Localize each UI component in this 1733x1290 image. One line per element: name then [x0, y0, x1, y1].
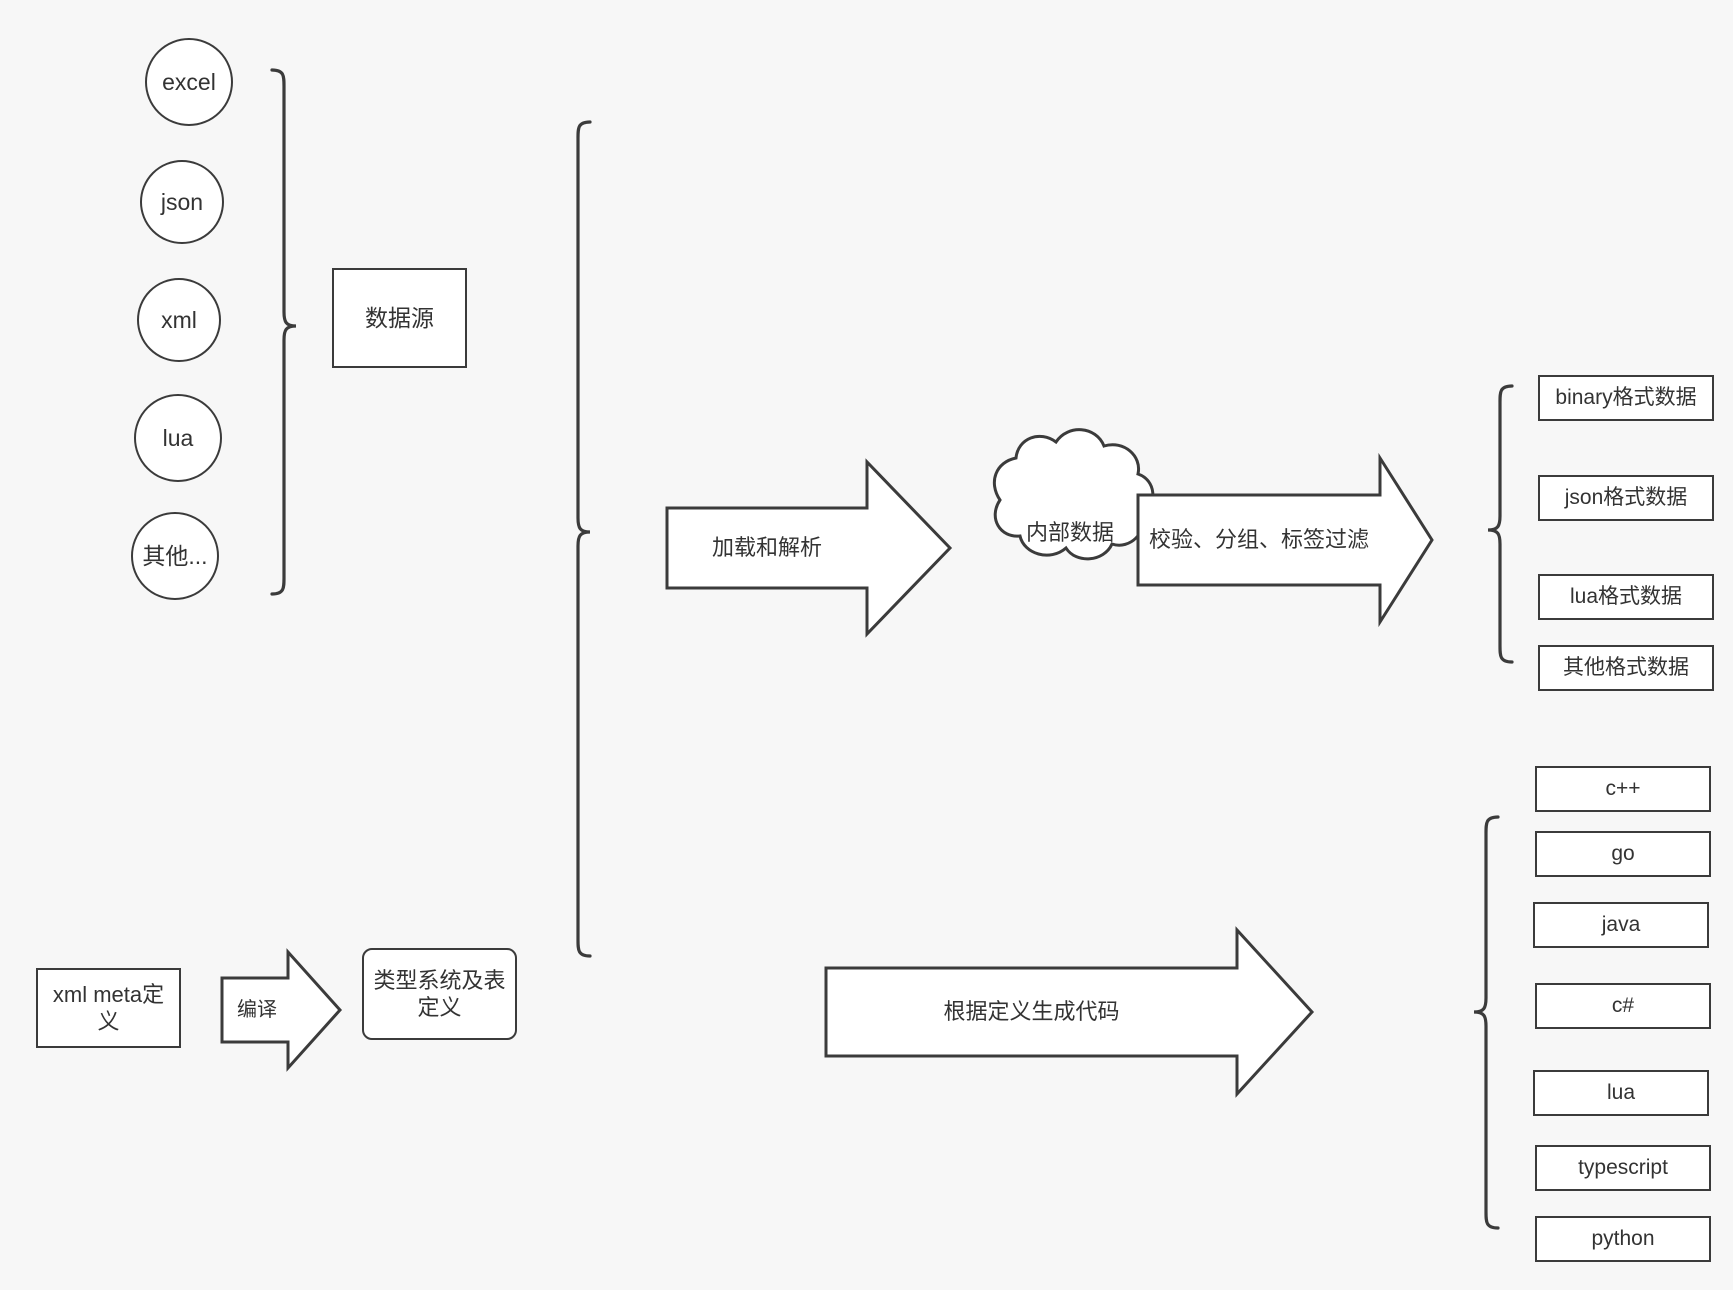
type-system-box[interactable]: 类型系统及表定义 — [362, 948, 517, 1040]
source-node-other[interactable]: 其他... — [131, 512, 219, 600]
source-label: lua — [162, 424, 194, 451]
language-box-java[interactable]: java — [1533, 902, 1709, 948]
brace-sources — [270, 68, 297, 596]
source-label: excel — [162, 68, 216, 95]
data-source-box[interactable]: 数据源 — [332, 268, 467, 368]
language-label: lua — [1606, 1080, 1636, 1104]
format-box-other[interactable]: 其他格式数据 — [1538, 645, 1714, 691]
source-label: json — [160, 188, 204, 215]
format-label: binary格式数据 — [1555, 385, 1697, 409]
xml-meta-label: xml meta定义 — [52, 981, 165, 1035]
language-label: python — [1591, 1226, 1655, 1250]
format-box-binary[interactable]: binary格式数据 — [1538, 375, 1714, 421]
source-node-json[interactable]: json — [140, 160, 224, 244]
language-label: java — [1601, 912, 1641, 936]
load-parse-arrow-label: 加载和解析 — [711, 535, 822, 560]
filter-arrow-label: 校验、分组、标签过滤 — [1148, 527, 1369, 552]
language-label: go — [1611, 841, 1635, 865]
language-label: typescript — [1578, 1155, 1668, 1179]
generate-code-arrow-label: 根据定义生成代码 — [943, 999, 1120, 1024]
language-label: c++ — [1605, 776, 1641, 800]
language-box-lua[interactable]: lua — [1533, 1070, 1709, 1116]
format-label: lua格式数据 — [1569, 584, 1683, 608]
language-label: c# — [1611, 993, 1635, 1017]
language-box-csharp[interactable]: c# — [1535, 983, 1711, 1029]
language-box-python[interactable]: python — [1535, 1216, 1711, 1262]
source-node-xml[interactable]: xml — [137, 278, 221, 362]
type-system-label: 类型系统及表定义 — [373, 967, 506, 1021]
language-box-cpp[interactable]: c++ — [1535, 766, 1711, 812]
language-box-go[interactable]: go — [1535, 831, 1711, 877]
xml-meta-definition-box[interactable]: xml meta定义 — [36, 968, 181, 1048]
format-label: 其他格式数据 — [1563, 655, 1689, 679]
brace-pipeline-input — [576, 120, 592, 958]
brace-languages — [1473, 815, 1500, 1230]
format-box-lua[interactable]: lua格式数据 — [1538, 574, 1714, 620]
format-label: json格式数据 — [1564, 485, 1688, 509]
language-box-typescript[interactable]: typescript — [1535, 1145, 1711, 1191]
source-node-excel[interactable]: excel — [145, 38, 233, 126]
format-box-json[interactable]: json格式数据 — [1538, 475, 1714, 521]
source-node-lua[interactable]: lua — [134, 394, 222, 482]
source-label: xml — [161, 306, 197, 333]
data-source-label: 数据源 — [365, 304, 434, 331]
brace-formats — [1487, 384, 1514, 664]
internal-data-cloud-label: 内部数据 — [1025, 520, 1114, 545]
compile-arrow-label: 编译 — [237, 999, 277, 1021]
source-label: 其他... — [142, 542, 208, 569]
